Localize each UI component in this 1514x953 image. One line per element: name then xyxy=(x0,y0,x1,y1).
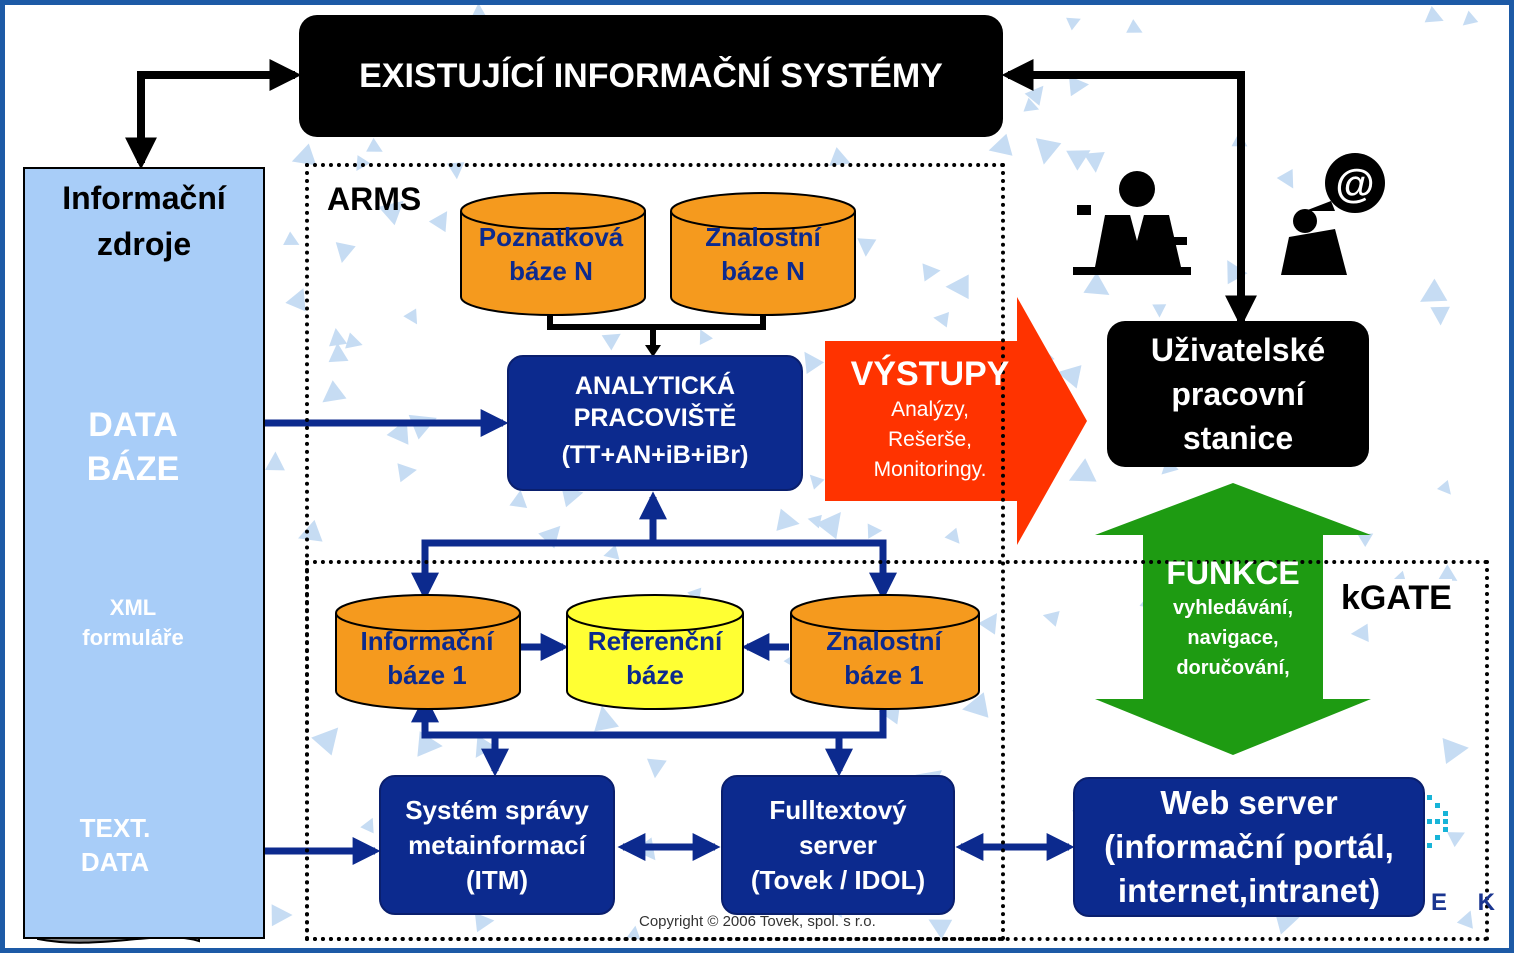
email-user-icon: @ xyxy=(1281,153,1385,275)
workstation-line1: Uživatelské xyxy=(1150,332,1326,368)
lower-bases-loop xyxy=(411,694,887,739)
businessman-icon xyxy=(1073,171,1191,275)
knowledge-base-n: Poznatková báze N xyxy=(461,217,641,291)
svg-text:@: @ xyxy=(1335,162,1374,206)
webserver-line3: internet,intranet) xyxy=(1117,872,1381,909)
logo-text: E K xyxy=(1431,889,1508,916)
knowledge-base-n-line1: Poznatková xyxy=(478,222,624,252)
reference-base-line2: báze xyxy=(626,660,684,690)
diagram-canvas: @ EXISTUJÍCÍ INFORMAČNÍ SYSTÉMY Informač… xyxy=(5,5,1509,948)
zn-1-line2: báze 1 xyxy=(844,660,924,690)
outputs-item-2: Rešerše, xyxy=(887,428,973,451)
zn-n-line2: báze N xyxy=(721,256,805,286)
kgate-label: kGATE xyxy=(1341,579,1452,618)
xml-label: XML formuláře xyxy=(82,595,184,650)
kgate-left-edge xyxy=(305,560,309,941)
reference-base: Referenční báze xyxy=(567,621,743,695)
workstation-line3: stanice xyxy=(1182,420,1294,456)
functions-item-1: vyhledávání, xyxy=(1172,597,1294,619)
analytic-line2: PRACOVIŠTĚ xyxy=(573,404,737,432)
existing-systems-box: EXISTUJÍCÍ INFORMAČNÍ SYSTÉMY xyxy=(299,15,1003,137)
analytic-line1: ANALYTICKÁ xyxy=(574,372,736,400)
zn-1-cylinder xyxy=(790,594,980,710)
knowledge-base-1: Znalostní báze 1 xyxy=(791,621,977,695)
knowledge-base-zn-n: Znalostní báze N xyxy=(673,217,853,291)
functions-block: FUNKCE vyhledávání, navigace, doručování… xyxy=(1143,553,1323,683)
top-connector-left xyxy=(125,59,302,170)
info-base-1-line2: báze 1 xyxy=(387,660,467,690)
itm-line2: metainformací xyxy=(408,829,586,860)
kgate-region xyxy=(305,560,1489,941)
webserver-line2: (informační portál, xyxy=(1104,828,1394,865)
existing-systems-label: EXISTUJÍCÍ INFORMAČNÍ SYSTÉMY xyxy=(359,56,943,95)
fulltext-server-box: Fulltextový server (Tovek / IDOL) xyxy=(721,775,955,915)
functions-arrow xyxy=(1095,483,1371,755)
outputs-block: VÝSTUPY Analýzy, Rešerše, Monitoringy. xyxy=(825,353,1035,485)
itm-box: Systém správy metainformací (ITM) xyxy=(379,775,615,915)
zn-n-line1: Znalostní xyxy=(705,222,821,252)
sources-panel xyxy=(23,167,265,939)
fulltext-line1: Fulltextový xyxy=(769,794,907,825)
fulltext-line3: (Tovek / IDOL) xyxy=(750,864,926,895)
fulltext-line2: server xyxy=(798,829,878,860)
arms-label: ARMS xyxy=(327,181,422,217)
text-data-label: TEXT. DATA xyxy=(79,813,151,877)
webserver-line1: Web server xyxy=(1160,784,1338,821)
web-server-box: Web server (informační portál, internet,… xyxy=(1073,777,1425,917)
outputs-item-1: Analýzy, xyxy=(891,398,969,421)
top-connector-right xyxy=(1001,59,1257,328)
workstation-line2: pracovní xyxy=(1171,376,1305,412)
outputs-item-3: Monitoringy. xyxy=(873,458,987,481)
info-base-1-line1: Informační xyxy=(360,626,494,656)
info-base-1: Informační báze 1 xyxy=(337,621,517,695)
functions-item-3: doručování, xyxy=(1176,657,1290,679)
database-label: DATA BÁZE xyxy=(86,406,180,488)
info-1-cylinder xyxy=(335,594,521,710)
sources-title: Informační zdroje xyxy=(62,180,226,262)
functions-title: FUNKCE xyxy=(1166,555,1300,591)
outputs-arrow xyxy=(825,297,1087,545)
functions-item-2: navigace, xyxy=(1187,627,1279,649)
logo-mark xyxy=(1425,791,1455,851)
analytic-line3: (TT+AN+iB+iBr) xyxy=(561,441,749,469)
user-workstation-box: Uživatelské pracovní stanice xyxy=(1107,321,1369,467)
outputs-title: VÝSTUPY xyxy=(850,355,1010,393)
zn-1-line1: Znalostní xyxy=(826,626,942,656)
kb-n-cylinder xyxy=(460,192,646,316)
ref-cylinder xyxy=(566,594,744,710)
itm-line1: Systém správy xyxy=(405,794,589,825)
itm-line3: (ITM) xyxy=(465,864,529,895)
copyright-text: Copyright © 2006 Tovek, spol. s r.o. xyxy=(639,913,876,930)
analytic-workstation-box: ANALYTICKÁ PRACOVIŠTĚ (TT+AN+iB+iBr) xyxy=(507,355,803,491)
zn-n-cylinder xyxy=(670,192,856,316)
reference-base-line1: Referenční xyxy=(587,626,723,656)
knowledge-base-n-line2: báze N xyxy=(509,256,593,286)
